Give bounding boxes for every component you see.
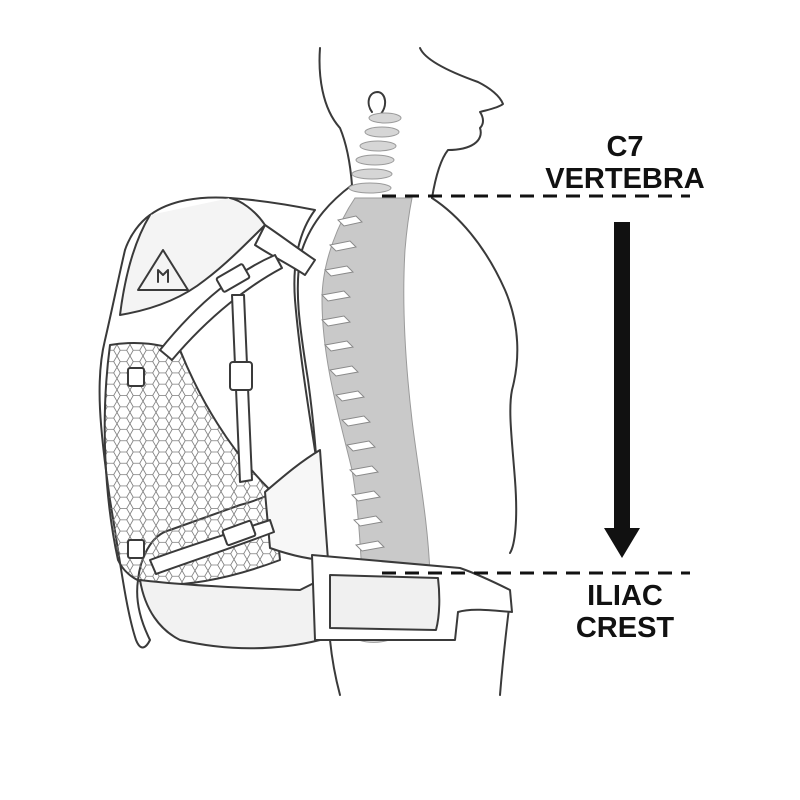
iliac-label-line2: CREST (575, 612, 675, 644)
c7-label-line1: C7 (606, 131, 644, 163)
backpack (98, 196, 513, 650)
hipbelt-opening (329, 574, 441, 631)
iliac-crest-label: ILIAC CREST (540, 580, 710, 644)
ear-outline (367, 91, 386, 116)
hipbelt-fin (264, 449, 329, 561)
front-strap (159, 254, 283, 361)
buckle-lower (221, 519, 257, 547)
loop-left-lower (127, 539, 145, 559)
iliac-label-line1: ILIAC (587, 580, 663, 612)
cervical-vertebrae (348, 112, 402, 194)
c7-vertebra-label: C7 VERTEBRA (530, 131, 720, 195)
triangle-logo-icon (137, 249, 189, 291)
c7-label-line2: VERTEBRA (545, 163, 705, 195)
triangle-logo-mark (157, 269, 169, 283)
hip-outline (329, 639, 341, 696)
measurement-guides (382, 194, 690, 575)
backpack-top-flap (119, 197, 266, 316)
spinal-processes (320, 215, 386, 552)
shoulder-strap (254, 224, 316, 276)
chest-outline (431, 197, 519, 554)
head-outline (318, 47, 353, 186)
face-outline (419, 47, 504, 199)
buckle-upper (215, 263, 251, 293)
lower-body-outline (499, 599, 511, 696)
side-panel (139, 579, 331, 650)
buckle-side (229, 361, 253, 391)
loop-left-upper (127, 367, 145, 387)
down-arrow-icon (604, 528, 640, 558)
arrow-shaft (614, 222, 630, 530)
